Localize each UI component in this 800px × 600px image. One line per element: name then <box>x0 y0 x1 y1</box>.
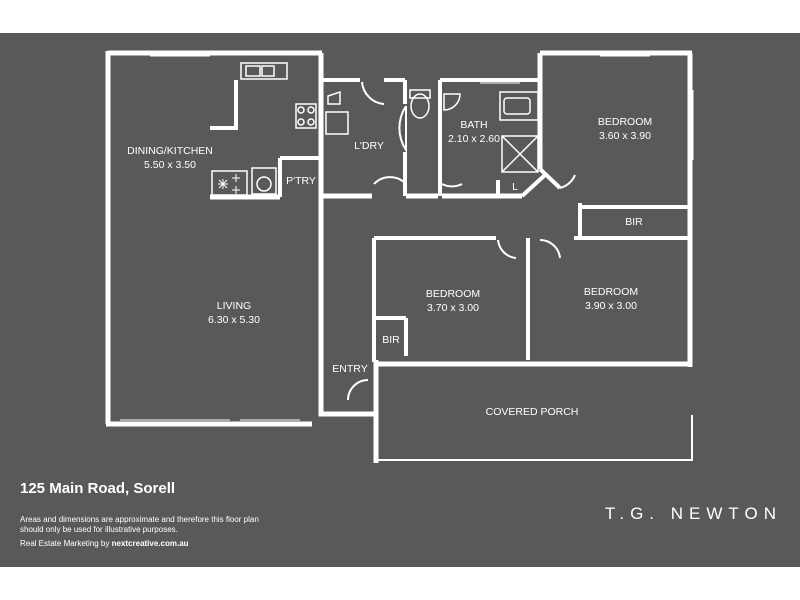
room-label-bedroom-3: BEDROOM 3.90 x 3.00 <box>584 285 638 313</box>
room-label-bedroom-1: BEDROOM 3.60 x 3.90 <box>598 115 652 143</box>
room-label-bedroom-2: BEDROOM 3.70 x 3.00 <box>426 287 480 315</box>
room-label-laundry: L'DRY <box>354 139 384 153</box>
room-name: P'TRY <box>286 175 316 187</box>
room-label-bath: BATH 2.10 x 2.60 <box>448 118 500 146</box>
room-name: BEDROOM <box>583 286 639 298</box>
floor-plan-panel: DINING/KITCHEN 5.50 x 3.50 P'TRY L'DRY B… <box>0 33 800 567</box>
room-label-porch: COVERED PORCH <box>486 405 579 419</box>
marketing-credit: Real Estate Marketing by nextcreative.co… <box>20 539 189 548</box>
room-size: 3.90 x 3.00 <box>585 300 637 312</box>
room-name: BATH <box>460 119 488 131</box>
room-label-bir-2: BIR <box>382 333 400 347</box>
room-name: BIR <box>625 216 643 228</box>
room-name: COVERED PORCH <box>485 406 579 418</box>
room-name: L <box>512 181 518 193</box>
fridge-marks <box>218 174 240 194</box>
windows <box>105 55 694 421</box>
room-name: BEDROOM <box>597 116 653 128</box>
room-size: 2.10 x 2.60 <box>448 133 500 145</box>
room-label-living: LIVING 6.30 x 5.30 <box>208 299 260 327</box>
room-label-entry: ENTRY <box>332 362 367 376</box>
room-name: BIR <box>382 334 400 346</box>
room-size: 6.30 x 5.30 <box>208 314 260 326</box>
interior-walls <box>210 78 690 362</box>
door-swings <box>347 81 576 401</box>
porch-outline <box>376 415 693 461</box>
exterior-walls <box>105 50 693 463</box>
disclaimer-text: Areas and dimensions are approximate and… <box>20 515 259 534</box>
floor-plan-drawing <box>105 50 694 463</box>
room-label-linen: L <box>512 180 518 194</box>
room-name: ENTRY <box>332 363 368 375</box>
room-size: 3.70 x 3.00 <box>427 302 479 314</box>
credit-prefix: Real Estate Marketing by <box>20 539 112 548</box>
room-name: LIVING <box>216 300 252 312</box>
room-name: BEDROOM <box>425 288 481 300</box>
fixtures <box>211 62 539 196</box>
room-size: 3.60 x 3.90 <box>599 130 651 142</box>
property-address: 125 Main Road, Sorell <box>20 480 176 497</box>
room-label-dining-kitchen: DINING/KITCHEN 5.50 x 3.50 <box>127 144 213 172</box>
room-label-pantry: P'TRY <box>286 174 316 188</box>
room-size: 5.50 x 3.50 <box>144 159 196 171</box>
agency-logo: T.G. NEWTON <box>604 504 782 523</box>
room-label-bir-1: BIR <box>625 215 643 229</box>
room-name: DINING/KITCHEN <box>127 145 213 157</box>
credit-link[interactable]: nextcreative.com.au <box>111 539 189 548</box>
room-name: L'DRY <box>354 140 384 152</box>
